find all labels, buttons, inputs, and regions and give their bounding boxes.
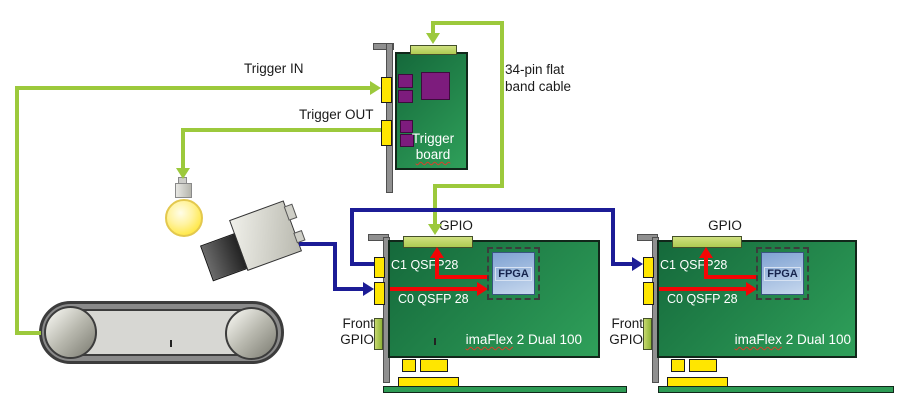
cable-segment-top [431, 21, 503, 25]
front-gpio-connector [374, 318, 383, 350]
card-title-rest: 2 Dual 100 [781, 332, 851, 347]
pcie-edge-connector [689, 359, 717, 372]
cable-segment-mid [433, 184, 504, 188]
fpga-to-gpio-line [704, 255, 708, 279]
c0-to-fpga-line [390, 287, 478, 291]
framegrabber-card-2: GPIO Front GPIO C1 QSFP28 C0 QSFP 28 FPG… [599, 210, 899, 396]
c0-to-fpga-line [659, 287, 747, 291]
fpga-to-gpio-arrowhead [699, 247, 713, 258]
c1-qsfp28-label: C1 QSFP28 [391, 258, 459, 272]
trigger-loop-line-left [15, 86, 19, 335]
c1-out-line [352, 262, 374, 266]
cable-label-line2: band cable [505, 79, 572, 94]
camera-link-line-down [333, 242, 337, 291]
c1-qsfp28-connector [643, 257, 654, 278]
fpga-to-gpio-arrowhead [430, 247, 444, 258]
trigger-board-bracket [386, 43, 393, 193]
c0-qsfp28-label: C0 QSFP 28 [398, 292, 469, 306]
c1-qsfp28-label: C1 QSFP28 [660, 258, 728, 272]
cable-arrowhead-gpio [428, 224, 442, 235]
card-title-rest: 2 Dual 100 [512, 332, 582, 347]
c0-to-fpga-arrowhead [477, 282, 488, 296]
trigger-loop-line-to-belt [15, 331, 41, 335]
light-base [175, 183, 192, 198]
card2-c1-arrowhead [632, 257, 643, 271]
front-gpio-label: Front GPIO [330, 316, 374, 348]
chip [400, 134, 414, 147]
pcie-edge-connector [671, 359, 685, 372]
trigger-in-line [15, 86, 371, 90]
trigger-out-line [183, 128, 381, 132]
c1-qsfp28-connector [374, 257, 385, 278]
front-gpio-label-line1: Front [342, 316, 374, 331]
fpga-label: FPGA [495, 266, 532, 281]
pcie-edge-connector [420, 359, 448, 372]
camera [195, 195, 314, 289]
card2-c1-line [611, 262, 633, 266]
camera-to-c0-arrowhead [363, 282, 374, 296]
c0-to-fpga-arrowhead [746, 282, 757, 296]
trigger-out-connector [381, 120, 392, 146]
belt-mark [170, 340, 172, 347]
trigger-board: Trigger board [368, 40, 483, 198]
trigger-out-label: Trigger OUT [299, 107, 374, 122]
gpio-label: GPIO [439, 218, 473, 233]
cable-segment-to-gpio [433, 184, 437, 225]
trigger-in-connector [381, 77, 392, 103]
front-gpio-label-line2: GPIO [340, 332, 374, 347]
chip [398, 74, 413, 88]
trigger-board-gpio-connector [410, 45, 457, 55]
cable-label: 34-pin flat band cable [505, 61, 585, 95]
fpga-link-line [706, 275, 758, 279]
c0-qsfp28-connector [374, 282, 385, 305]
card-title: imaFlex 2 Dual 100 [719, 332, 851, 347]
fpga-die: FPGA [761, 252, 804, 295]
card2-line-down [611, 208, 615, 266]
c0-qsfp28-connector [643, 282, 654, 305]
card-title-brand: imaFlex [734, 332, 782, 347]
trigger-board-title: Trigger board [398, 131, 468, 163]
trigger-in-label: Trigger IN [244, 61, 304, 76]
cable-arrowhead-triggerboard [426, 33, 440, 44]
motherboard [658, 386, 894, 393]
chip [398, 90, 413, 103]
trigger-out-line-down [181, 128, 185, 169]
conveyor-roller-right [225, 307, 278, 360]
camera-to-c0-line [333, 287, 364, 291]
chip [400, 120, 413, 133]
pcb-mark [434, 338, 436, 345]
fpga-chip: FPGA [487, 247, 540, 300]
card-title: imaFlex 2 Dual 100 [450, 332, 582, 347]
cable-segment-to-triggerboard [431, 21, 435, 34]
card-title-brand: imaFlex [465, 332, 513, 347]
trigger-board-title-line2: board [415, 147, 451, 162]
fpga-chip: FPGA [756, 247, 809, 300]
c1-out-line-up [350, 208, 354, 266]
c0-qsfp28-label: C0 QSFP 28 [667, 292, 738, 306]
front-gpio-label: Front GPIO [599, 316, 643, 348]
gpio-label: GPIO [708, 218, 742, 233]
trigger-board-bracket-tab [373, 43, 394, 50]
pcie-edge-connector [402, 359, 416, 372]
front-gpio-connector [643, 318, 652, 350]
trigger-board-title-line1: Trigger [411, 131, 455, 146]
conveyor-roller-left [44, 306, 97, 359]
framegrabber-card-1: GPIO Front GPIO C1 QSFP28 C0 QSFP 28 FPG… [330, 210, 630, 396]
camera-link-line [299, 242, 337, 246]
fpga-link-line [437, 275, 489, 279]
cable-label-line1: 34-pin flat [505, 62, 565, 77]
card1-to-card2-line [350, 208, 615, 212]
front-gpio-label-line1: Front [611, 316, 643, 331]
chip-large [421, 72, 450, 100]
trigger-in-arrowhead [370, 81, 381, 95]
fpga-label: FPGA [764, 266, 801, 281]
trigger-out-arrowhead [176, 168, 190, 179]
fpga-to-gpio-line [435, 255, 439, 279]
light-bulb [165, 199, 203, 237]
front-gpio-label-line2: GPIO [609, 332, 643, 347]
fpga-die: FPGA [492, 252, 535, 295]
trigger-board-pcb [395, 52, 468, 170]
motherboard [383, 386, 627, 393]
cable-segment-right [500, 21, 504, 188]
